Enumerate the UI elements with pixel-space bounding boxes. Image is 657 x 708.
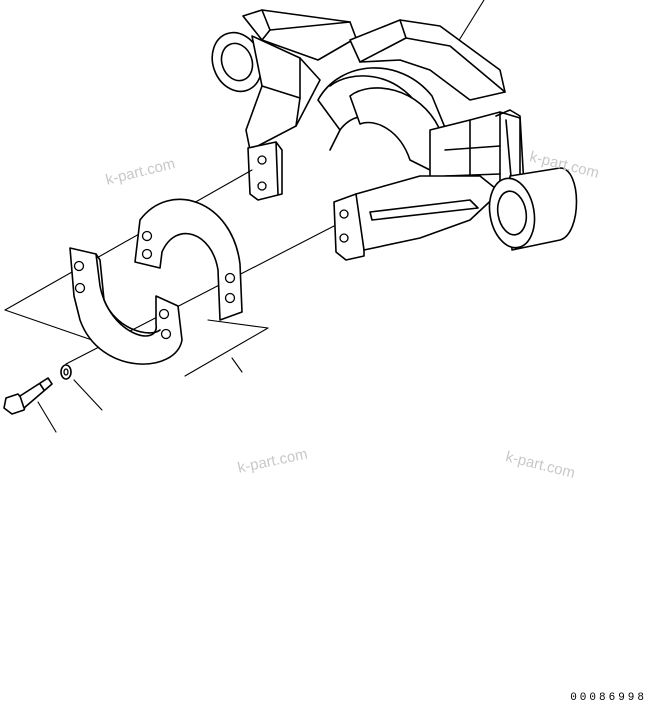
drawing-number: 00086998 bbox=[570, 692, 647, 704]
ring-callout-bracket bbox=[184, 327, 269, 377]
washer bbox=[60, 364, 103, 411]
bolt bbox=[3, 377, 57, 433]
upper-half-ring bbox=[134, 198, 269, 329]
main-frame-assembly bbox=[211, 0, 578, 261]
lower-half-ring bbox=[69, 247, 183, 365]
